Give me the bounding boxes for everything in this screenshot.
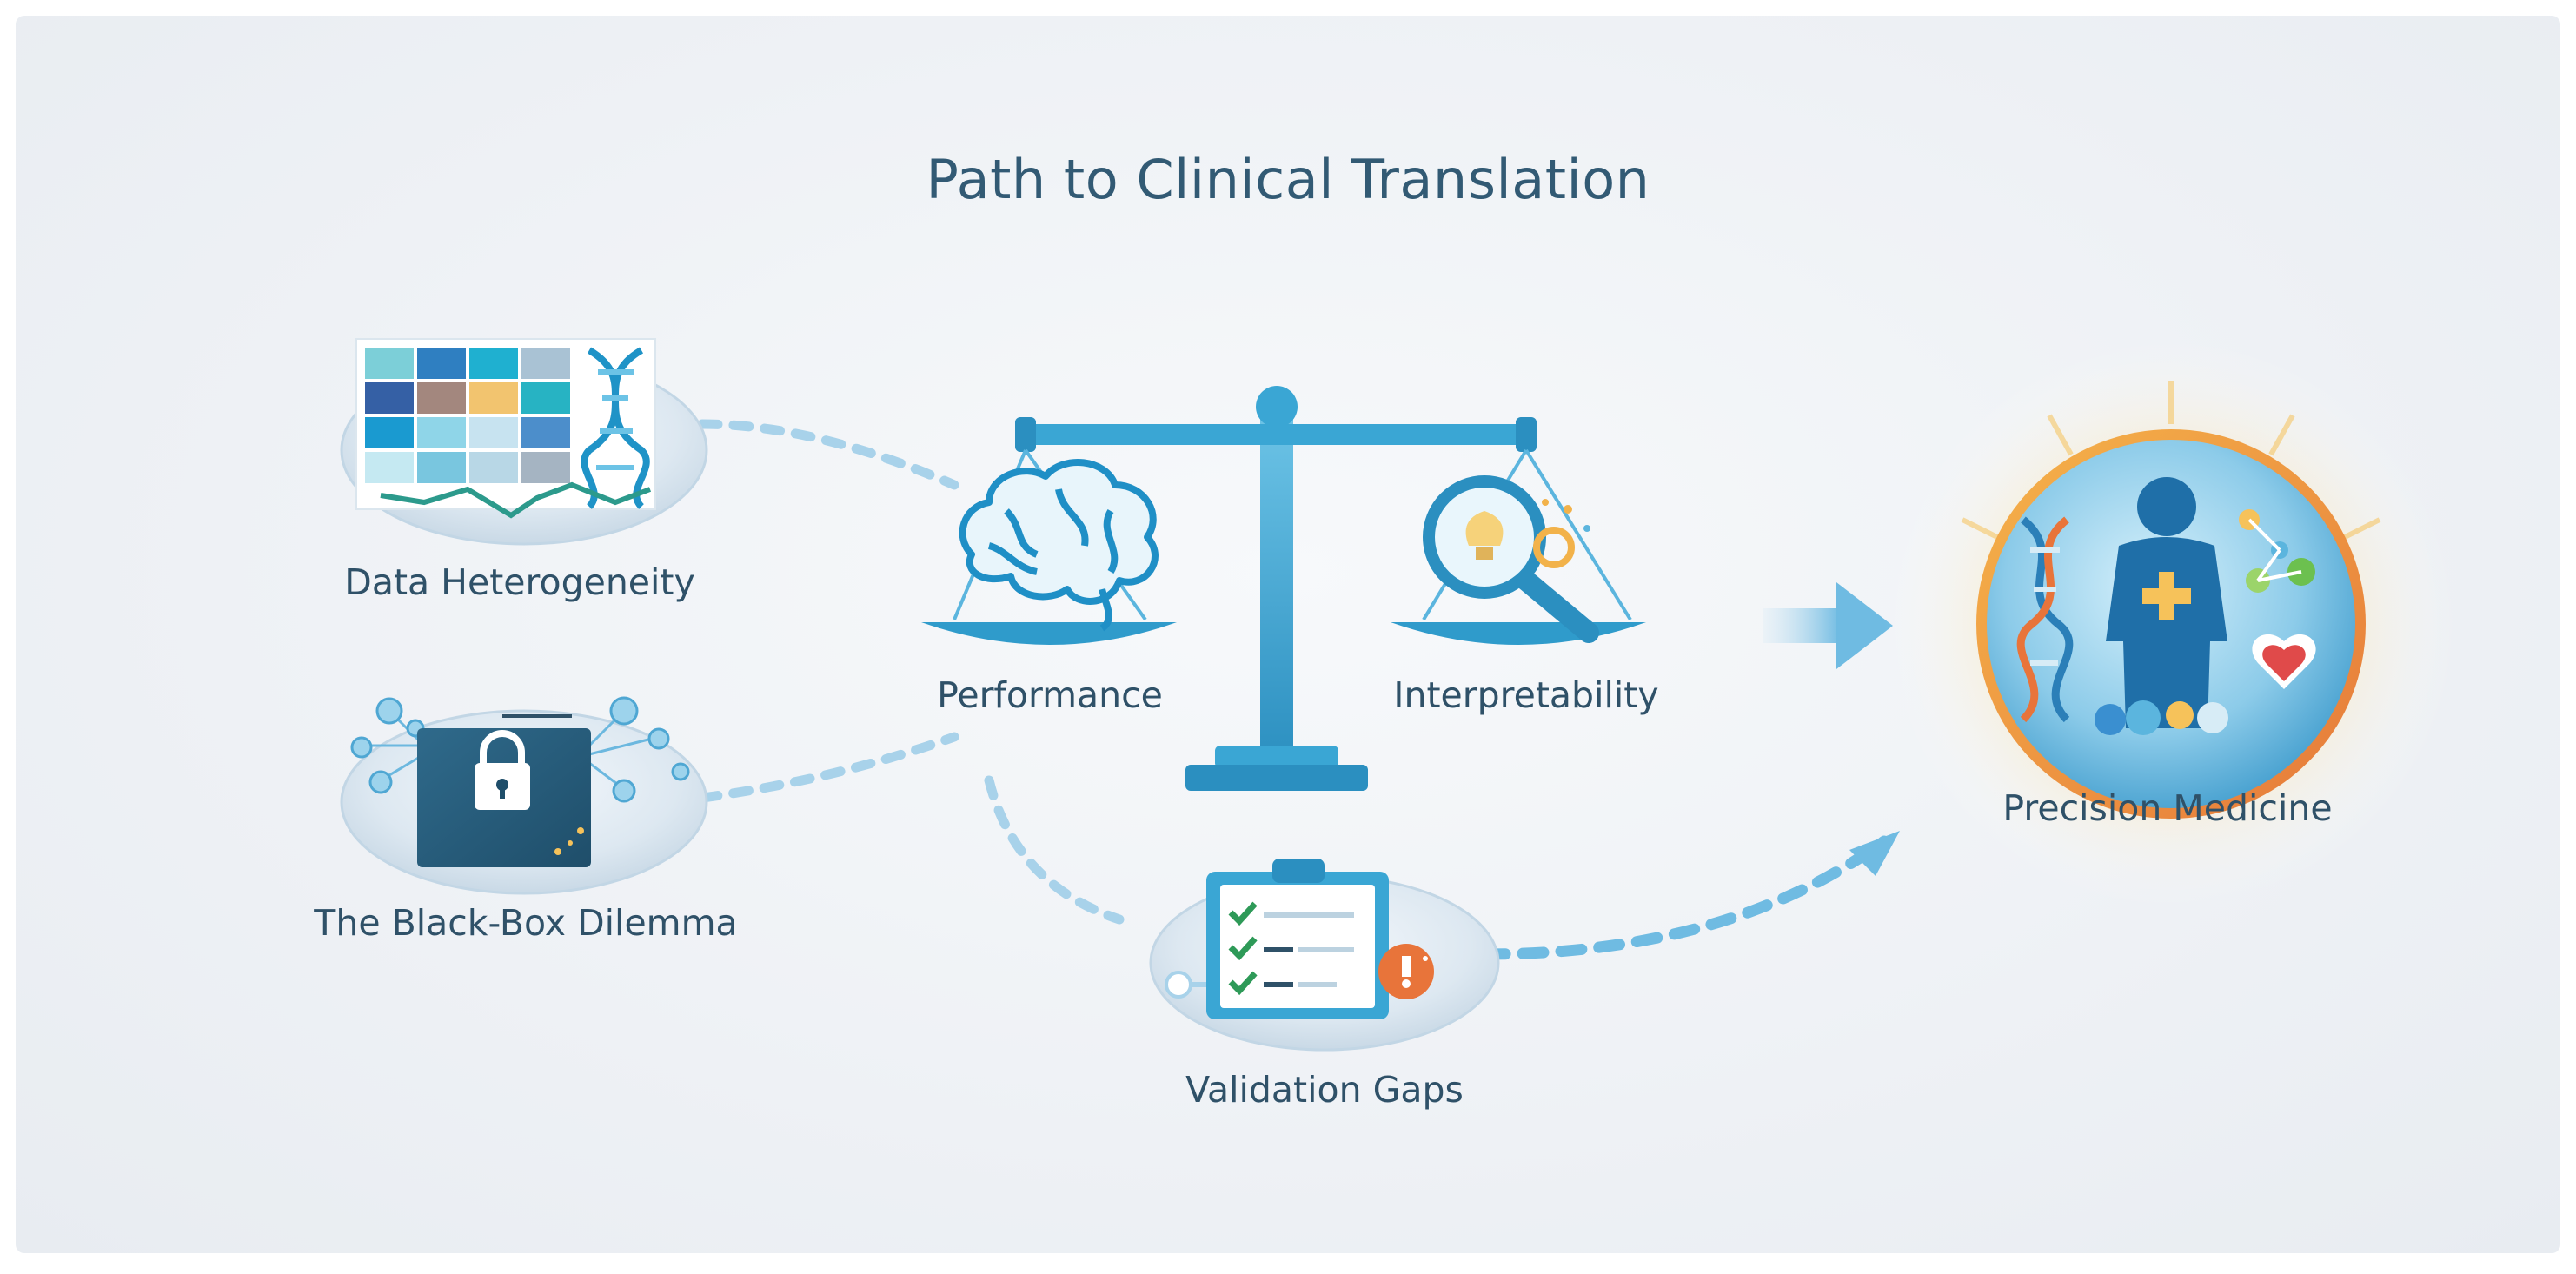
validation-gaps-label: Validation Gaps — [1185, 1069, 1464, 1111]
data-heterogeneity-node — [340, 338, 708, 546]
connectors — [697, 419, 1900, 960]
locked-box-network-icon — [417, 714, 591, 867]
validation-gaps-node — [1149, 859, 1500, 1052]
connector-validation-to-precision-arrowhead — [1849, 831, 1900, 876]
clipboard-checklist-icon — [1206, 859, 1434, 1019]
network-nodes-right — [588, 696, 690, 803]
black-box-label: The Black-Box Dilemma — [314, 902, 738, 944]
data-heterogeneity-label: Data Heterogeneity — [344, 561, 695, 603]
precision-medicine-node — [1884, 337, 2458, 911]
precision-medicine-label: Precision Medicine — [2002, 787, 2333, 829]
connector-blackbox-to-scale — [697, 732, 959, 803]
performance-label: Performance — [937, 674, 1163, 716]
magnifier-lightbulb-icon — [1423, 475, 1599, 643]
diagram-canvas: Path to Clinical Translation Data Hetero… — [16, 16, 2560, 1253]
black-box-node — [340, 696, 708, 895]
diagram-graphics — [340, 337, 2458, 1052]
interpretability-label: Interpretability — [1393, 674, 1659, 716]
connector-heterogeneity-to-scale — [697, 419, 959, 490]
connector-scale-to-validation — [984, 775, 1125, 925]
connector-validation-to-precision — [1478, 835, 1890, 960]
page-title: Path to Clinical Translation — [926, 148, 1650, 211]
scale-to-precision-arrow — [1763, 582, 1893, 669]
heatmap-dna-icon — [355, 338, 656, 519]
brain-icon — [959, 459, 1159, 632]
human-dna-molecule-icon — [2016, 477, 2316, 735]
